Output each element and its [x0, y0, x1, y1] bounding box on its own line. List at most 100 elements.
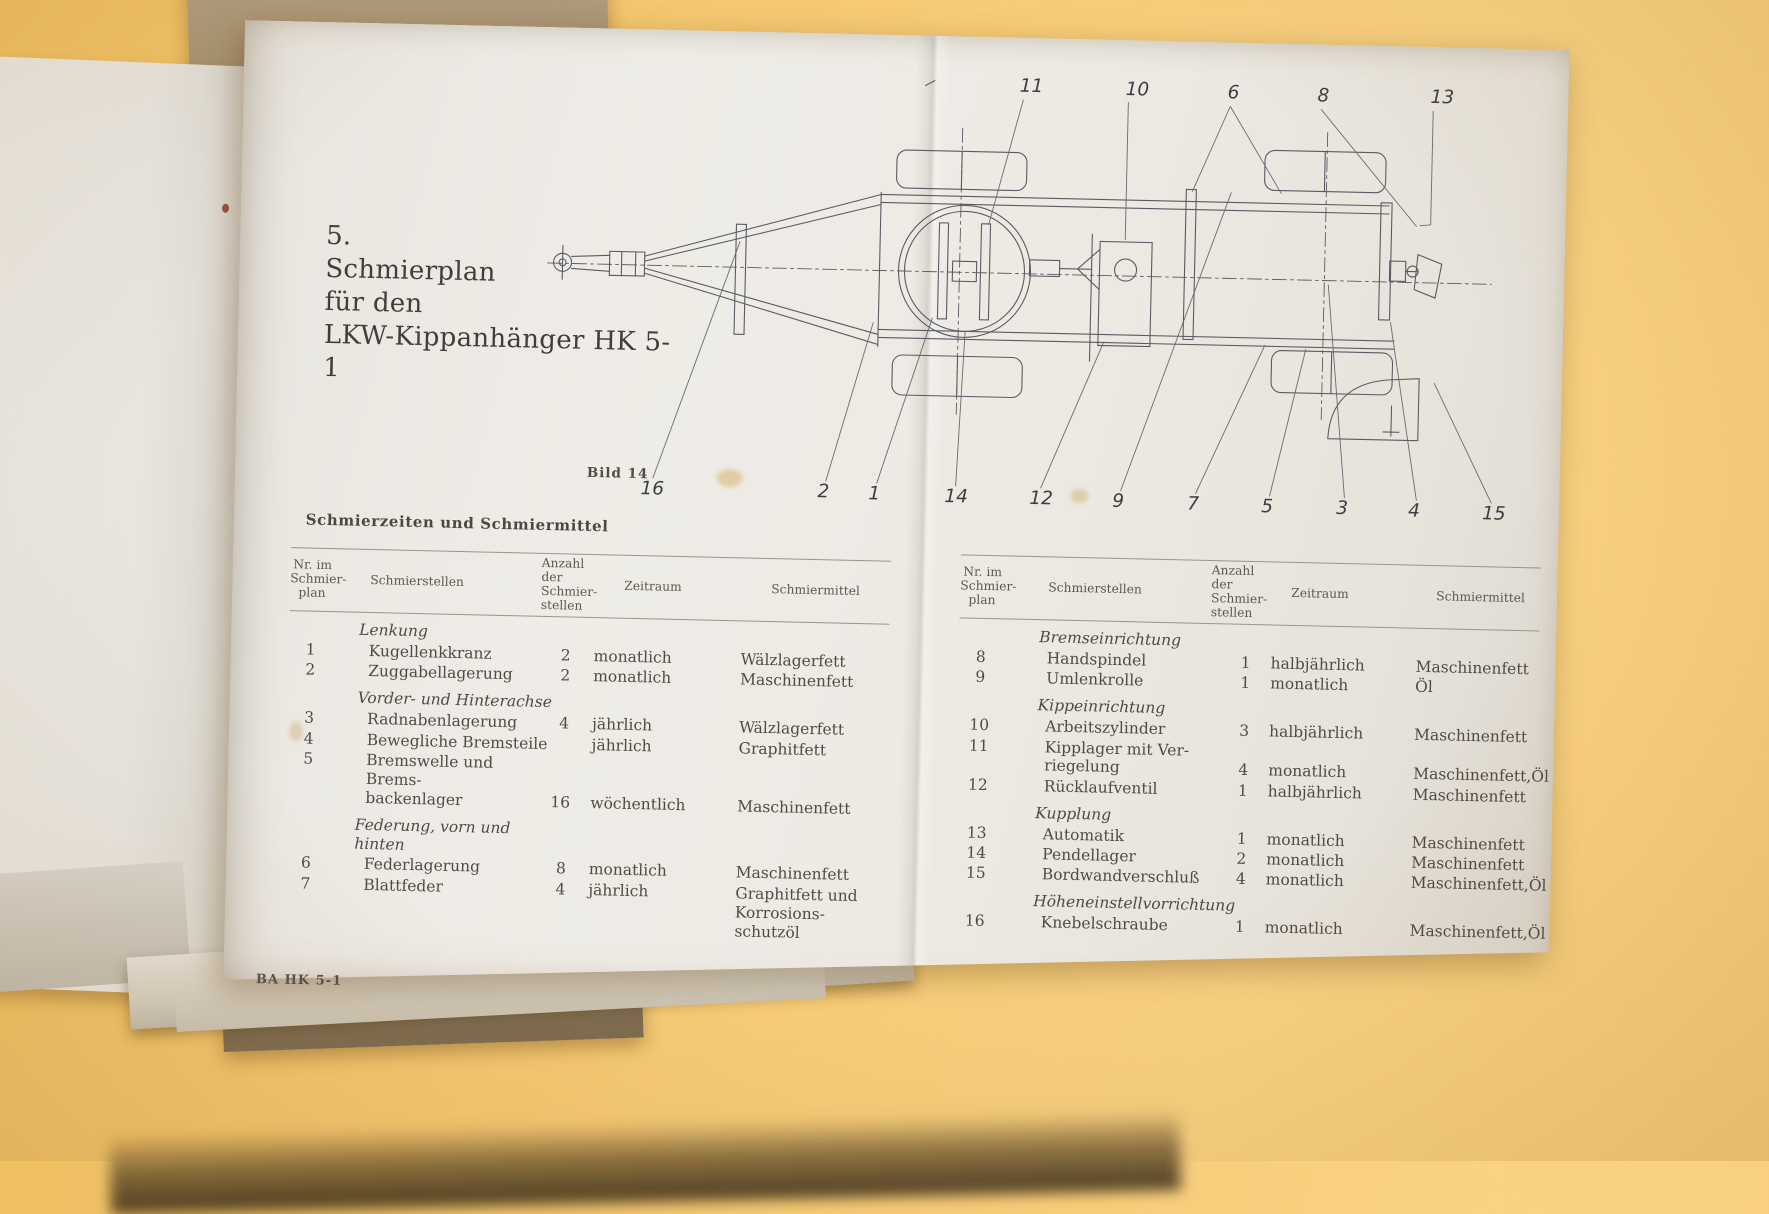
cell-count: 1 [1223, 674, 1250, 694]
cell-interval: halbjährlich [1249, 722, 1394, 744]
cell-number: 12 [956, 775, 1000, 795]
callout-number: 8 [1317, 85, 1329, 106]
cell-interval: monatlich [1246, 870, 1391, 892]
cell-interval: wöchentlich [567, 793, 712, 815]
cell-interval: monatlich [570, 646, 715, 668]
cell-interval: monatlich [570, 667, 715, 689]
cell-interval: monatlich [566, 860, 711, 882]
column-header: Nr. im Schmier- plan [290, 558, 335, 601]
callout-number: 1 [868, 483, 880, 504]
cell-number: 9 [958, 668, 1002, 688]
cell-count: 2 [1219, 849, 1246, 869]
page-footer-mark: BA HK 5-1 [256, 972, 342, 989]
cell-count: 4 [552, 714, 569, 733]
cell-count: 1 [1219, 829, 1246, 849]
cell-number: 6 [284, 854, 328, 874]
leader-line [1121, 190, 1232, 493]
cell-count: 1 [1217, 918, 1244, 938]
cell-count: 2 [553, 666, 570, 685]
cell-count: 4 [547, 880, 565, 937]
cell-interval: monatlich [1246, 830, 1391, 852]
cell-count: 8 [549, 860, 566, 879]
cell-number: 5 [285, 749, 330, 807]
cell-lubricant: Maschinenfett [1395, 657, 1538, 679]
leader-line [1420, 225, 1431, 226]
column-header: Zeitraum [601, 579, 746, 596]
cell-lubrication-point: Umlenkrolle [1002, 669, 1223, 693]
cell-lubricant: Graphitfett und Korrosions- schutzöl [709, 884, 883, 945]
leader-line [1431, 383, 1494, 503]
leader-line [989, 99, 1024, 226]
cell-count [551, 735, 568, 754]
callout-number: 5 [1261, 496, 1273, 517]
cell-lubricant: Maschinenfett [1394, 725, 1537, 747]
cell-count: 1 [1223, 653, 1250, 673]
leader-line [1195, 344, 1264, 495]
cell-number: 1 [289, 640, 333, 660]
leader-line [1041, 340, 1104, 489]
cell-number: 14 [954, 843, 998, 863]
cell-count: 16 [550, 793, 567, 812]
cell-number: 8 [959, 647, 1003, 667]
column-header: Schmiermittel [746, 583, 890, 600]
column-header: Schmierstellen [1004, 580, 1225, 599]
cell-interval: monatlich [1244, 918, 1389, 940]
cell-interval: monatlich [1250, 674, 1395, 696]
cell-lubricant: Maschinenfett [1391, 833, 1534, 855]
callout-number: 2 [817, 481, 829, 502]
column-header: Schmierstellen [334, 573, 555, 592]
callout-number: 3 [1336, 498, 1348, 519]
cell-interval: jährlich [568, 735, 713, 757]
cell-lubricant: Maschinenfett [711, 863, 884, 886]
tables-heading: Schmierzeiten und Schmiermittel [305, 511, 608, 536]
cell-interval: halbjährlich [1248, 782, 1393, 804]
callout-number: 14 [944, 486, 968, 508]
cell-lubrication-point: Blattfeder [326, 875, 548, 937]
cell-lubricant: Graphitfett [713, 738, 886, 761]
leader-line [1125, 102, 1128, 240]
column-header: Nr. im Schmier- plan [960, 566, 1005, 609]
callout-number: 12 [1029, 488, 1053, 510]
cell-interval: monatlich [1246, 850, 1391, 872]
leader-line [956, 331, 966, 486]
cell-lubricant: Öl [1395, 678, 1538, 700]
callout-number: 13 [1430, 87, 1454, 109]
cell-lubricant: Maschinenfett [715, 670, 888, 693]
cell-count: 4 [1219, 870, 1246, 890]
cell-count: 2 [553, 646, 570, 665]
callout-number: 10 [1125, 79, 1149, 101]
callout-number: 9 [1112, 491, 1124, 512]
photo-of-open-manual: 5. Schmierplan für den LKW-Kippanhänger … [0, 0, 1769, 1161]
cell-lubricant: Maschinenfett [1393, 785, 1536, 807]
cell-lubrication-point: Bremswelle und Brems- backenlager [329, 750, 551, 812]
leader-line [877, 316, 933, 484]
cell-number: 7 [282, 874, 327, 932]
cell-lubrication-point: Kipplager mit Ver- riegelung [1000, 737, 1222, 780]
leader-line [1323, 285, 1349, 498]
cell-lubrication-point: Zuggabellagerung [332, 661, 553, 685]
column-header: Anzahl der Schmier- stellen [541, 557, 602, 614]
figure-caption: Bild 14 [587, 465, 649, 482]
cell-lubrication-point: Bordwandverschluß [998, 865, 1219, 889]
cell-interval: halbjährlich [1250, 654, 1395, 676]
column-header: Anzahl der Schmier- stellen [1211, 564, 1272, 621]
cell-lubricant: Maschinenfett,Öl [1389, 921, 1545, 943]
cell-lubricant: Maschinenfett [712, 797, 885, 820]
leader-line [1269, 348, 1305, 497]
cell-interval: monatlich [1248, 761, 1393, 783]
cell-lubricant: Wälzlagerfett [715, 650, 888, 673]
cell-lubricant: Wälzlagerfett [714, 718, 887, 741]
cell-lubrication-point: Knebelschraube [997, 913, 1218, 937]
cell-number: 3 [287, 708, 331, 728]
callout-number: 4 [1408, 501, 1420, 522]
cell-number: 4 [287, 729, 331, 749]
cell-count: 3 [1222, 721, 1249, 741]
cell-lubricant: Maschinenfett [1391, 853, 1534, 875]
cell-number: 13 [955, 823, 999, 843]
cell-lubricant: Maschinenfett,Öl [1390, 874, 1546, 896]
